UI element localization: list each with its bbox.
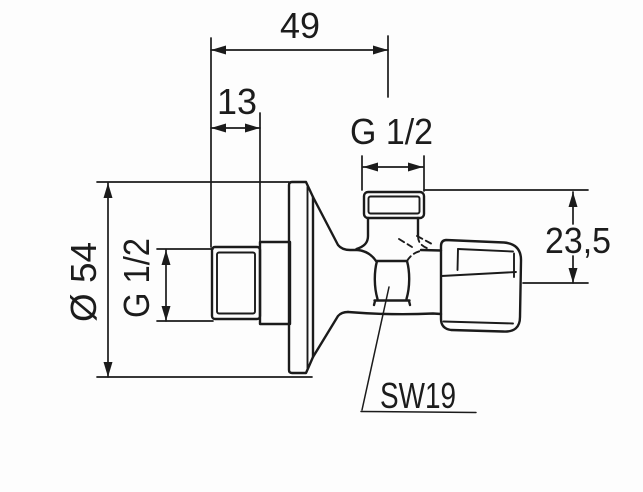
sw19-leader-line bbox=[361, 286, 390, 411]
knob-recess-left-edge bbox=[456, 248, 459, 271]
cone-top-edge bbox=[311, 195, 360, 252]
sw19-underline bbox=[360, 410, 477, 414]
dim-49-arrow-left bbox=[211, 45, 226, 55]
outlet-thread-cap-inner bbox=[367, 195, 421, 215]
label-inlet-thread-size: G 1/2 bbox=[116, 238, 157, 318]
dim-235-arrow-bottom bbox=[568, 268, 578, 283]
outlet-thread-cap-outline bbox=[362, 190, 426, 220]
dimension-annotations bbox=[96, 35, 589, 414]
handle-knob-outline bbox=[439, 238, 523, 333]
dim-g12-top-arrow-right bbox=[408, 162, 423, 172]
label-wrench-size: SW19 bbox=[380, 375, 456, 416]
hidden-connection-edges bbox=[398, 235, 432, 248]
body-top-right-edge bbox=[419, 248, 443, 252]
dim-d54-arrow-top bbox=[103, 183, 113, 198]
label-rosette-diameter: Ø 54 bbox=[63, 242, 104, 322]
dim-13-arrow-left bbox=[211, 123, 226, 133]
dimension-labels: 49 13 G 1/2 23,5 SW19 Ø 54 G 1/2 bbox=[63, 5, 611, 416]
dim-g12-left-arrow-top bbox=[161, 250, 171, 265]
dim-d54-arrow-bottom bbox=[103, 362, 113, 377]
dim-g12-top-arrow-left bbox=[363, 162, 378, 172]
connector-pipe-outline bbox=[258, 240, 292, 326]
body-right-shoulder-hidden bbox=[406, 249, 424, 262]
dim-49-arrow-right bbox=[373, 45, 388, 55]
dim-g12-left-arrow-bottom bbox=[161, 306, 171, 321]
outlet-pipe-left-wall bbox=[355, 216, 370, 251]
knob-bottom-chamfer bbox=[442, 320, 514, 325]
knob-front-edge bbox=[440, 271, 517, 277]
dim-13-arrow-right bbox=[245, 123, 260, 133]
label-total-width: 49 bbox=[280, 5, 320, 46]
hex-nut-outline bbox=[372, 259, 412, 307]
body-left-shoulder bbox=[356, 248, 378, 263]
dim-235-arrow-top bbox=[568, 192, 578, 207]
label-outlet-thread-size: G 1/2 bbox=[350, 111, 433, 152]
cone-bottom-edge bbox=[311, 310, 350, 359]
knob-recess-top-edge bbox=[457, 248, 514, 253]
label-thread-length: 13 bbox=[217, 81, 257, 122]
valve-outline bbox=[210, 180, 523, 375]
label-outlet-height: 23,5 bbox=[545, 220, 611, 261]
inlet-thread-inner-line bbox=[216, 251, 256, 315]
dim-g12-top-extensions bbox=[361, 155, 425, 192]
body-underside-edge bbox=[346, 310, 443, 316]
rosette-outline bbox=[287, 180, 315, 375]
inlet-thread-outline bbox=[210, 245, 262, 321]
